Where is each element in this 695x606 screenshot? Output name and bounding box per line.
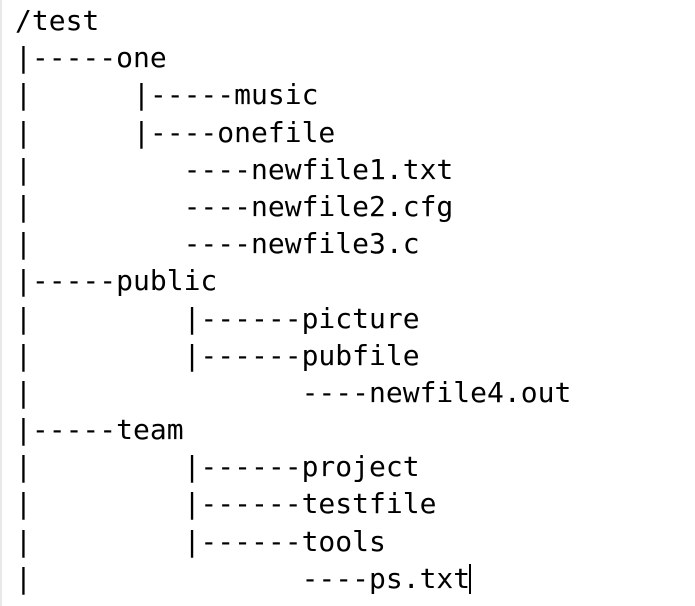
tree-line-text: |-----one bbox=[15, 41, 167, 75]
tree-line: | ----ps.txt bbox=[15, 560, 571, 597]
tree-line: | |----onefile bbox=[15, 114, 571, 151]
tree-line-text: | |------testfile bbox=[15, 487, 437, 521]
tree-line-text: | |------tools bbox=[15, 524, 386, 558]
tree-line-text: | ----newfile1.txt bbox=[15, 152, 454, 186]
tree-line: | ----newfile3.c bbox=[15, 225, 571, 262]
tree-line: | |------project bbox=[15, 448, 571, 485]
tree-line-text: |-----team bbox=[15, 413, 184, 447]
tree-line-text: | ----newfile2.cfg bbox=[15, 189, 454, 223]
tree-line-text: /test bbox=[15, 4, 100, 37]
tree-line: | |------testfile bbox=[15, 485, 571, 522]
tree-line-text: | |------picture bbox=[15, 301, 420, 335]
tree-line: |-----one bbox=[15, 39, 571, 76]
tree-line: | |------pubfile bbox=[15, 337, 571, 374]
tree-line-text: | |------pubfile bbox=[15, 338, 420, 372]
tree-line-text: | ----newfile3.c bbox=[15, 227, 420, 261]
tree-line: | |-----music bbox=[15, 76, 571, 113]
tree-line: | |------picture bbox=[15, 300, 571, 337]
tree-line-text: | |-----music bbox=[15, 78, 319, 112]
text-cursor-caret bbox=[469, 563, 472, 594]
tree-line: | ----newfile1.txt bbox=[15, 151, 571, 188]
tree-line: |-----team bbox=[15, 411, 571, 448]
tree-line-text: | ----ps.txt bbox=[15, 561, 471, 595]
tree-line: /test bbox=[15, 2, 571, 39]
tree-line: | ----newfile2.cfg bbox=[15, 188, 571, 225]
tree-line: | ----newfile4.out bbox=[15, 374, 571, 411]
tree-line-text: |-----public bbox=[15, 264, 218, 298]
tree-line-text: | |------project bbox=[15, 450, 420, 484]
tree-line-text: | ----newfile4.out bbox=[15, 375, 572, 409]
tree-line: |-----public bbox=[15, 262, 571, 299]
directory-tree-listing[interactable]: /test |-----one| |-----music| |----onefil… bbox=[15, 2, 571, 597]
tree-line: | |------tools bbox=[15, 523, 571, 560]
tree-line-text: | |----onefile bbox=[15, 115, 336, 149]
